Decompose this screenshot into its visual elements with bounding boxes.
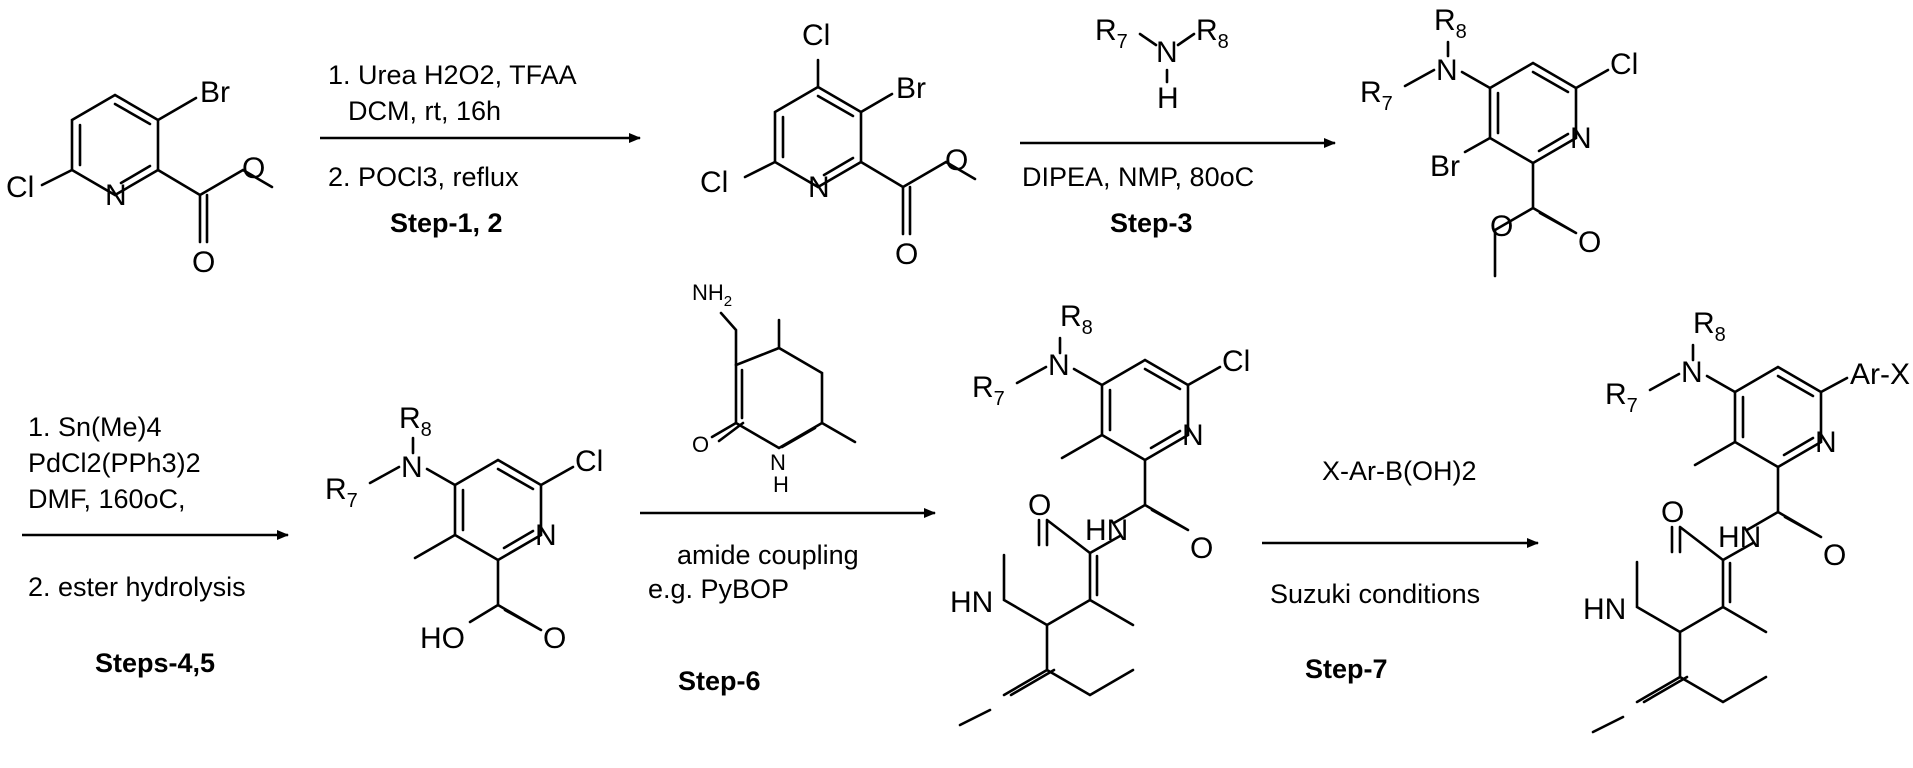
atom-h: H — [1157, 82, 1179, 115]
atom-ar-x: Ar-X — [1850, 358, 1910, 391]
reaction-steps-4-5: 1. Sn(Me)4 PdCl2(PPh3)2 DMF, 160oC, 2. e… — [22, 412, 288, 678]
atom-r8: R8 — [1434, 4, 1467, 43]
amine-reagent: R7 N R8 H — [1095, 14, 1229, 115]
reaction-step-6: NH2 O N H amide coupling e.g. PyBOP Step… — [640, 280, 935, 696]
atom-r7: R7 — [972, 371, 1005, 410]
atom-cl: Cl — [1610, 48, 1638, 81]
atom-cl: Cl — [575, 445, 603, 478]
reagent-label: 2. ester hydrolysis — [28, 572, 246, 602]
compound-4-carboxylic-acid: R8 N R7 Cl N O HO — [325, 402, 603, 655]
reagent-label: 2. POCl3, reflux — [328, 162, 519, 192]
atom-r7: R7 — [325, 473, 358, 512]
compound-3-amino-bromo-ester: R8 N R7 Cl N Br O O — [1360, 4, 1638, 276]
atom-n: N — [1681, 356, 1703, 389]
atom-n: N — [535, 519, 557, 552]
atom-n: N — [808, 171, 830, 204]
atom-nh2: NH2 — [692, 280, 732, 310]
atom-o: O — [1578, 226, 1601, 259]
condition-label: Suzuki conditions — [1270, 579, 1480, 609]
atom-cl: Cl — [700, 166, 728, 199]
atom-o: O — [1190, 532, 1213, 565]
atom-o: O — [945, 144, 968, 177]
atom-r8: R8 — [1196, 14, 1229, 53]
step-label: Step-1, 2 — [390, 208, 503, 238]
atom-o: O — [1490, 210, 1513, 243]
atom-o: O — [543, 622, 566, 655]
reagent-label: 1. Sn(Me)4 — [28, 412, 162, 442]
reaction-step-1-2: 1. Urea H2O2, TFAA DCM, rt, 16h 2. POCl3… — [320, 60, 640, 238]
atom-o: O — [1028, 489, 1051, 522]
atom-nh: HN — [1583, 593, 1626, 626]
atom-n: N — [1182, 419, 1204, 452]
step-label: Steps-4,5 — [95, 648, 215, 678]
atom-r8: R8 — [399, 402, 432, 441]
atom-hn: HN — [1085, 514, 1128, 547]
step-label: Step-6 — [678, 666, 761, 696]
atom-n: N — [1436, 54, 1458, 87]
reagent-label: X-Ar-B(OH)2 — [1322, 456, 1477, 486]
atom-h: H — [773, 472, 789, 497]
atom-o: O — [1661, 496, 1684, 529]
atom-o: O — [192, 246, 215, 279]
atom-n: N — [1815, 426, 1837, 459]
compound-2-dichloro-intermediate: Cl Br Cl N O O — [700, 19, 975, 271]
atom-br: Br — [200, 76, 230, 109]
reaction-step-7: X-Ar-B(OH)2 Suzuki conditions Step-7 — [1262, 456, 1538, 684]
reagent-label: 1. Urea H2O2, TFAA — [328, 60, 577, 90]
atom-cl: Cl — [6, 171, 34, 204]
atom-cl: Cl — [1222, 345, 1250, 378]
atom-n: N — [401, 451, 423, 484]
atom-hn: HN — [1718, 521, 1761, 554]
atom-ho: HO — [420, 622, 465, 655]
compound-5-amide-intermediate: R8 N R7 Cl N O HN O HN — [950, 300, 1250, 725]
reagent-label: PdCl2(PPh3)2 — [28, 448, 201, 478]
atom-n: N — [1048, 349, 1070, 382]
condition-label: amide coupling — [677, 540, 859, 570]
atom-o: O — [1823, 539, 1846, 572]
atom-br: Br — [1430, 150, 1460, 183]
atom-r8: R8 — [1693, 307, 1726, 346]
reaction-step-3: R7 N R8 H DIPEA, NMP, 80oC Step-3 — [1020, 14, 1335, 238]
condition-label: e.g. PyBOP — [648, 574, 789, 604]
condition-label: DCM, rt, 16h — [348, 96, 501, 126]
condition-label: DMF, 160oC, — [28, 484, 186, 514]
atom-cl: Cl — [802, 19, 830, 52]
atom-o: O — [895, 238, 918, 271]
atom-o: O — [242, 152, 265, 185]
aminomethyl-pyridone-reagent: NH2 O N H — [692, 280, 855, 497]
atom-r8: R8 — [1060, 300, 1093, 339]
atom-nh: HN — [950, 586, 993, 619]
condition-label: DIPEA, NMP, 80oC — [1022, 162, 1254, 192]
step-label: Step-3 — [1110, 208, 1193, 238]
atom-r7: R7 — [1095, 14, 1128, 53]
step-label: Step-7 — [1305, 654, 1388, 684]
atom-n: N — [1570, 122, 1592, 155]
atom-r7: R7 — [1360, 76, 1393, 115]
compound-1-starting-material: Br Cl N O O — [6, 76, 272, 279]
atom-br: Br — [896, 72, 926, 105]
atom-n: N — [1156, 36, 1178, 69]
atom-o: O — [692, 432, 709, 457]
atom-r7: R7 — [1605, 378, 1638, 417]
compound-6-final-product: R8 N R7 Ar-X N O HN O HN — [1583, 307, 1910, 732]
atom-n: N — [105, 179, 127, 212]
